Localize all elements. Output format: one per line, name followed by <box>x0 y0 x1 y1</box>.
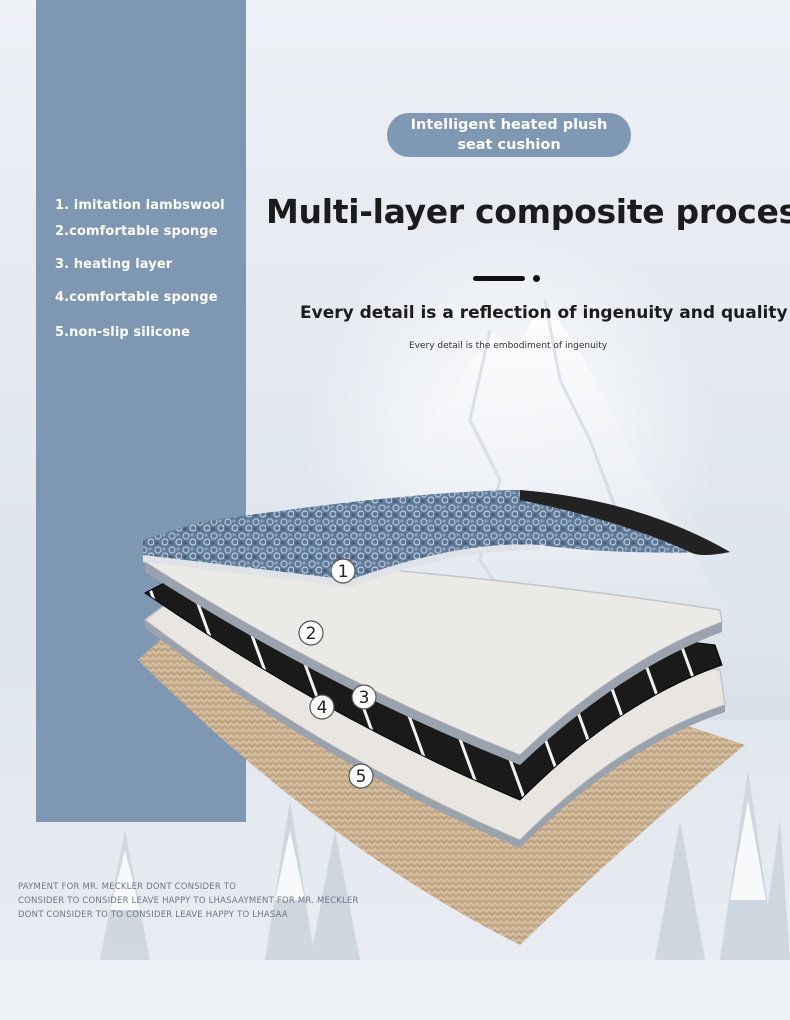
watermark-line-3: DONT CONSIDER TO TO CONSIDER LEAVE HAPPY… <box>18 910 288 920</box>
marker-2: 2 <box>306 624 317 644</box>
marker-4: 4 <box>317 698 328 718</box>
divider-bar <box>473 276 525 281</box>
layer-item-lambswool: 1. imitation lambswool <box>55 198 225 213</box>
layer-item-sponge-top: 2.comfortable sponge <box>55 224 218 239</box>
watermark-line-2: CONSIDER TO CONSIDER LEAVE HAPPY TO LHAS… <box>18 896 359 906</box>
badge-line-1: Intelligent heated plush <box>410 117 608 133</box>
product-badge: Intelligent heated plush seat cushion <box>387 113 631 157</box>
marker-1: 1 <box>338 562 349 582</box>
watermark-line-1: PAYMENT FOR MR. MECKLER DONT CONSIDER TO <box>18 882 237 892</box>
page-title: Multi-layer composite process <box>266 192 790 231</box>
page-subtitle: Every detail is a reflection of ingenuit… <box>300 303 788 323</box>
marker-5: 5 <box>356 767 367 787</box>
layer-item-silicone: 5.non-slip silicone <box>55 325 191 340</box>
layer-item-sponge-bottom: 4.comfortable sponge <box>55 290 218 305</box>
divider-dot <box>533 275 540 282</box>
watermark-text: PAYMENT FOR MR. MECKLER DONT CONSIDER TO… <box>18 880 359 922</box>
page-caption: Every detail is the embodiment of ingenu… <box>409 341 608 351</box>
marker-3: 3 <box>359 688 370 708</box>
badge-line-2: seat cushion <box>457 137 561 153</box>
layer-item-heating: 3. heating layer <box>55 257 173 272</box>
